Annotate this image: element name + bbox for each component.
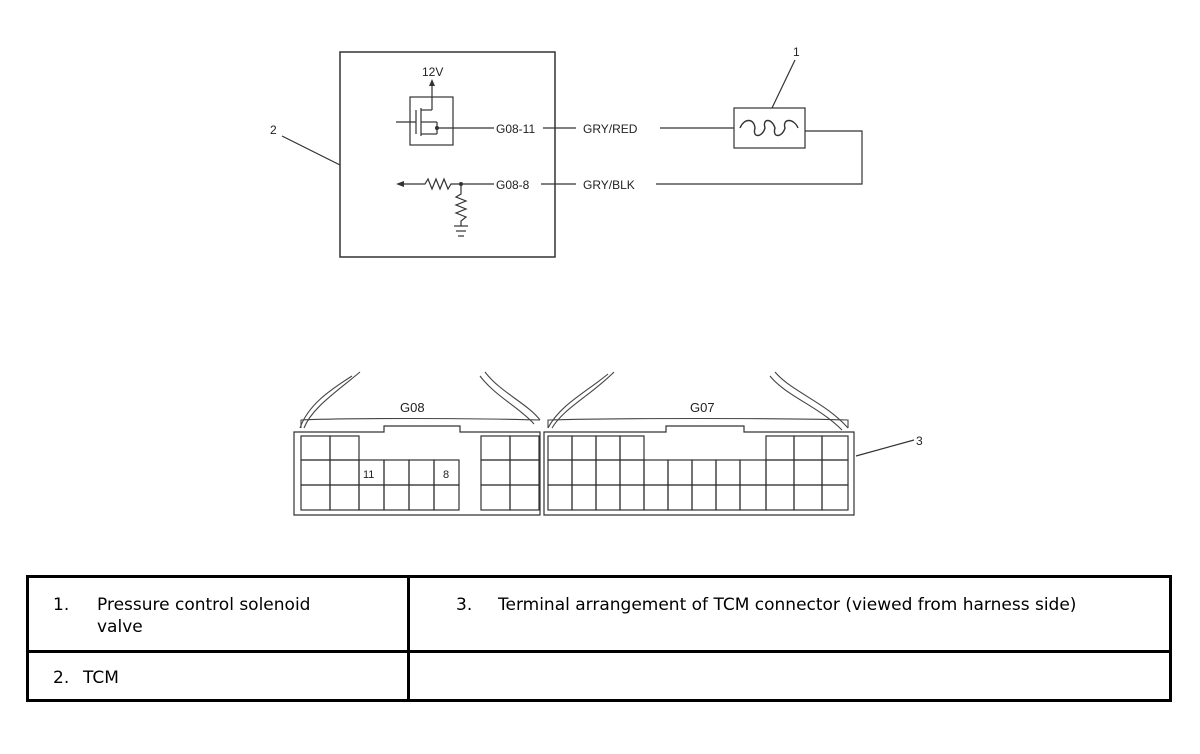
legend-item-1-number: 1. (53, 595, 70, 615)
sense-arrow (396, 181, 404, 187)
legend-table: 1. Pressure control solenoid valve 3. Te… (26, 575, 1172, 702)
wiring-diagram: 2 12V G08-11 GRY/RED G08-8 GRY/BLK 1 (270, 45, 923, 516)
solenoid-box (733, 107, 806, 149)
ground-icon (454, 225, 468, 237)
legend-row-divider (29, 650, 1169, 653)
callout-1-label: 1 (793, 45, 800, 59)
legend-column-divider (407, 578, 410, 699)
tcm-box (339, 51, 556, 258)
wire-lower-color: GRY/BLK (583, 178, 635, 192)
callout-3-label: 3 (916, 434, 923, 448)
wire-upper-color: GRY/RED (583, 122, 638, 136)
supply-arrow (429, 79, 435, 86)
connector-g08-terminals (300, 435, 540, 511)
connector-g08-outline (293, 425, 541, 516)
connector-g07-terminals (547, 435, 849, 511)
supply-label: 12V (422, 65, 443, 79)
callout-2-label: 2 (270, 123, 277, 137)
connector-g07-label: G07 (690, 400, 715, 415)
wire-lower-return (656, 130, 863, 185)
pulldown-resistor (454, 184, 468, 226)
pin-upper-label: G08-11 (496, 122, 535, 136)
legend-item-2: 2. TCM (29, 653, 407, 699)
legend-item-3-number: 3. (456, 595, 473, 615)
mosfet-symbol (396, 97, 494, 136)
legend-item-1: 1. Pressure control solenoid valve (29, 578, 407, 650)
callout-3-leader (855, 439, 915, 457)
legend-item-3-text: Terminal arrangement of TCM connector (v… (498, 595, 1077, 615)
terminal-11-label: 11 (363, 469, 374, 481)
coil-icon (739, 119, 799, 137)
callout-2-leader (281, 135, 341, 166)
output-node (435, 126, 439, 130)
legend-item-1-text-line1: Pressure control solenoid (97, 595, 311, 615)
legend-item-2-number: 2. (53, 668, 70, 688)
terminal-8-label: 8 (443, 469, 449, 481)
legend-item-2-text: TCM (83, 668, 119, 688)
legend-item-1-text-line2: valve (97, 617, 143, 637)
harness-strands (299, 371, 849, 431)
connector-g08-label: G08 (400, 400, 425, 415)
pin-lower-label: G08-8 (496, 178, 530, 192)
connector-g07-outline (543, 425, 855, 516)
legend-item-3: 3. Terminal arrangement of TCM connector… (410, 578, 1169, 650)
sense-resistor (404, 177, 494, 191)
callout-1-leader (771, 59, 796, 109)
